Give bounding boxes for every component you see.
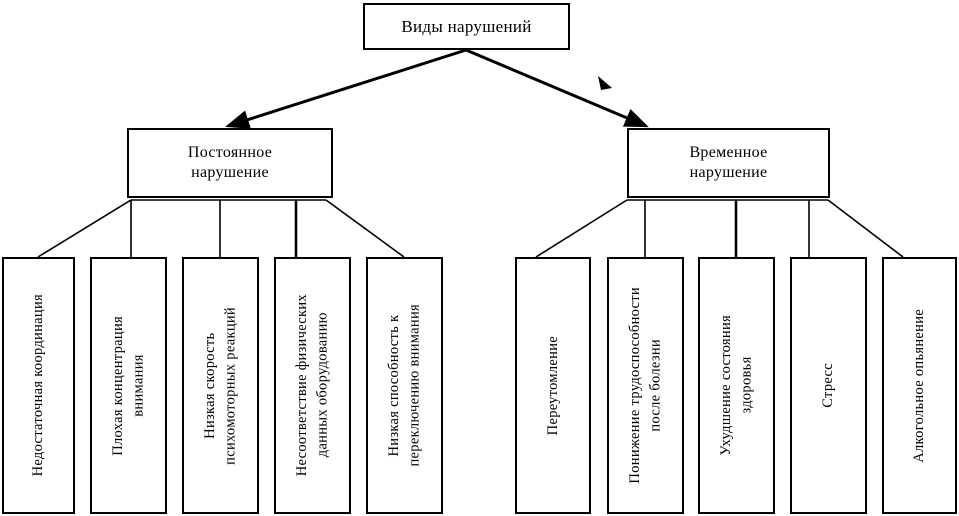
leaf-health-decline[interactable]: Ухудшение состояния здоровья <box>698 257 775 514</box>
leaf-physical-mismatch-label: Несоответствие физических данных оборудо… <box>293 294 331 477</box>
node-root[interactable]: Виды нарушений <box>363 3 570 50</box>
arrowhead-temporary-mid <box>598 76 612 90</box>
leaf-physical-mismatch[interactable]: Несоответствие физических данных оборудо… <box>274 257 351 514</box>
node-permanent-label: Постоянное нарушение <box>187 143 273 181</box>
leaf-psychomotor-speed[interactable]: Низкая скорость психомоторных реакций <box>182 257 259 514</box>
leaf-coordination[interactable]: Недостаточная координация <box>2 257 75 514</box>
diagonal-temporary-10 <box>827 199 904 258</box>
diagonal-temporary-6 <box>535 199 628 258</box>
leaf-capacity-after-illness[interactable]: Понижение трудоспособности после болезни <box>607 257 684 514</box>
leaf-alcohol-label: Алкогольное опьянение <box>911 308 928 463</box>
arrow-root-to-permanent <box>225 48 467 129</box>
arrow-root-to-temporary <box>465 48 649 128</box>
diagonal-permanent-5 <box>325 199 405 258</box>
leaf-capacity-after-illness-label: Понижение трудоспособности после болезни <box>626 287 664 484</box>
leaf-health-decline-label: Ухудшение состояния здоровья <box>717 315 755 456</box>
node-permanent[interactable]: Постоянное нарушение <box>127 128 333 198</box>
node-temporary[interactable]: Временное нарушение <box>627 128 830 198</box>
node-temporary-label: Временное нарушение <box>689 143 768 181</box>
leaf-concentration[interactable]: Плохая концентрация внимания <box>90 257 167 514</box>
node-root-label: Виды нарушений <box>401 16 532 36</box>
leaf-overwork-label: Переутомление <box>544 335 561 436</box>
leaf-psychomotor-speed-label: Низкая скорость психомоторных реакций <box>201 306 239 465</box>
leaf-coordination-label: Недостаточная координация <box>30 294 47 477</box>
diagonal-permanent-1 <box>37 199 132 258</box>
leaf-concentration-label: Плохая концентрация внимания <box>109 315 147 456</box>
leaf-stress-label: Стресс <box>820 363 837 408</box>
leaf-overwork[interactable]: Переутомление <box>515 257 591 514</box>
leaf-stress[interactable]: Стресс <box>790 257 867 514</box>
leaf-alcohol[interactable]: Алкогольное опьянение <box>882 257 957 514</box>
leaf-attention-switching-label: Низкая способность к переключению вниман… <box>385 304 423 467</box>
leaf-attention-switching[interactable]: Низкая способность к переключению вниман… <box>366 257 443 514</box>
